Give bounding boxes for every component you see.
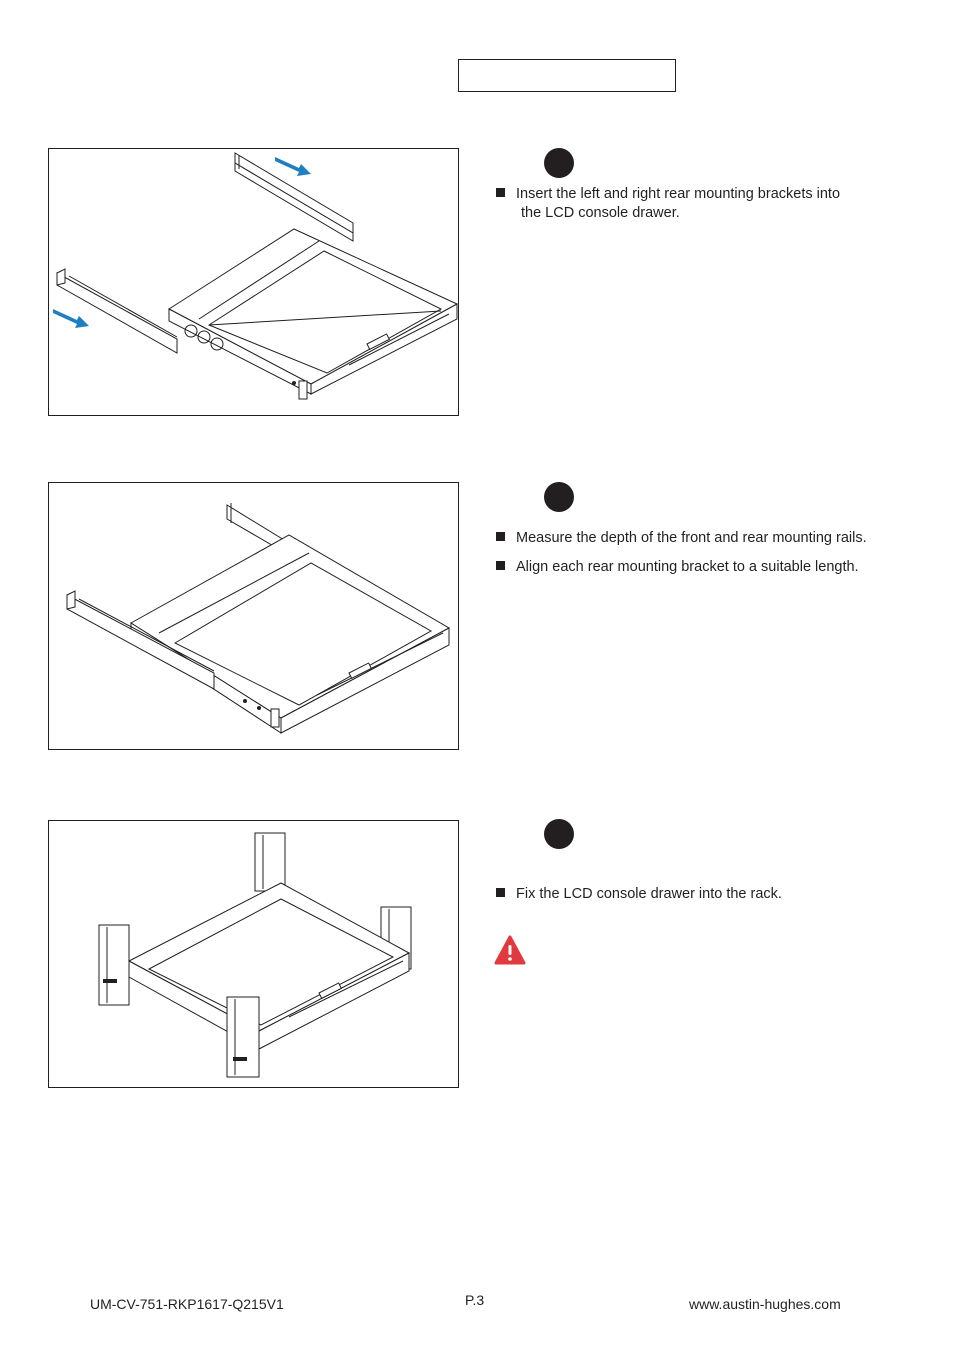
footer-page-number: P.3 bbox=[465, 1292, 485, 1308]
lcd-console-drawer bbox=[168, 228, 458, 400]
bullet-square-icon bbox=[496, 532, 505, 541]
step-2-bullet-2: Align each rear mounting bracket to a su… bbox=[496, 558, 859, 577]
figure-step-1 bbox=[48, 148, 459, 416]
rack-post-front-left bbox=[98, 924, 130, 1006]
step-3-bullet-1: Fix the LCD console drawer into the rack… bbox=[496, 885, 782, 904]
rear-bracket-left bbox=[66, 590, 215, 690]
bullet-text-continued: the LCD console drawer. bbox=[521, 205, 680, 221]
lcd-console-drawer bbox=[127, 882, 411, 1050]
bullet-text: Align each rear mounting bracket to a su… bbox=[516, 559, 859, 575]
bullet-text: Insert the left and right rear mounting … bbox=[516, 186, 841, 202]
warning-triangle-icon bbox=[494, 935, 526, 965]
figure-step-3 bbox=[48, 820, 459, 1088]
rack-post-front-right bbox=[226, 996, 260, 1078]
footer-doc-code: UM-CV-751-RKP1617-Q215V1 bbox=[90, 1296, 284, 1312]
step-marker-2 bbox=[544, 482, 574, 512]
step-1-bullet-1: Insert the left and right rear mounting … bbox=[496, 185, 840, 223]
step-marker-3 bbox=[544, 819, 574, 849]
footer-website-link[interactable]: www.austin-hughes.com bbox=[689, 1296, 841, 1312]
bullet-text: Measure the depth of the front and rear … bbox=[516, 530, 867, 546]
section-title-box bbox=[458, 59, 676, 92]
blue-arrow-icon bbox=[53, 309, 89, 328]
rear-bracket-right bbox=[234, 152, 354, 242]
lcd-console-drawer bbox=[130, 534, 451, 734]
rack-post-rear-left bbox=[254, 832, 286, 892]
bullet-text: Fix the LCD console drawer into the rack… bbox=[516, 886, 782, 902]
bullet-square-icon bbox=[496, 188, 505, 197]
blue-arrow-icon bbox=[275, 157, 311, 176]
step-marker-1 bbox=[544, 148, 574, 178]
bullet-square-icon bbox=[496, 888, 505, 897]
figure-step-2 bbox=[48, 482, 459, 750]
step-2-bullet-1: Measure the depth of the front and rear … bbox=[496, 529, 867, 548]
rear-bracket-left bbox=[56, 268, 178, 354]
bullet-square-icon bbox=[496, 561, 505, 570]
